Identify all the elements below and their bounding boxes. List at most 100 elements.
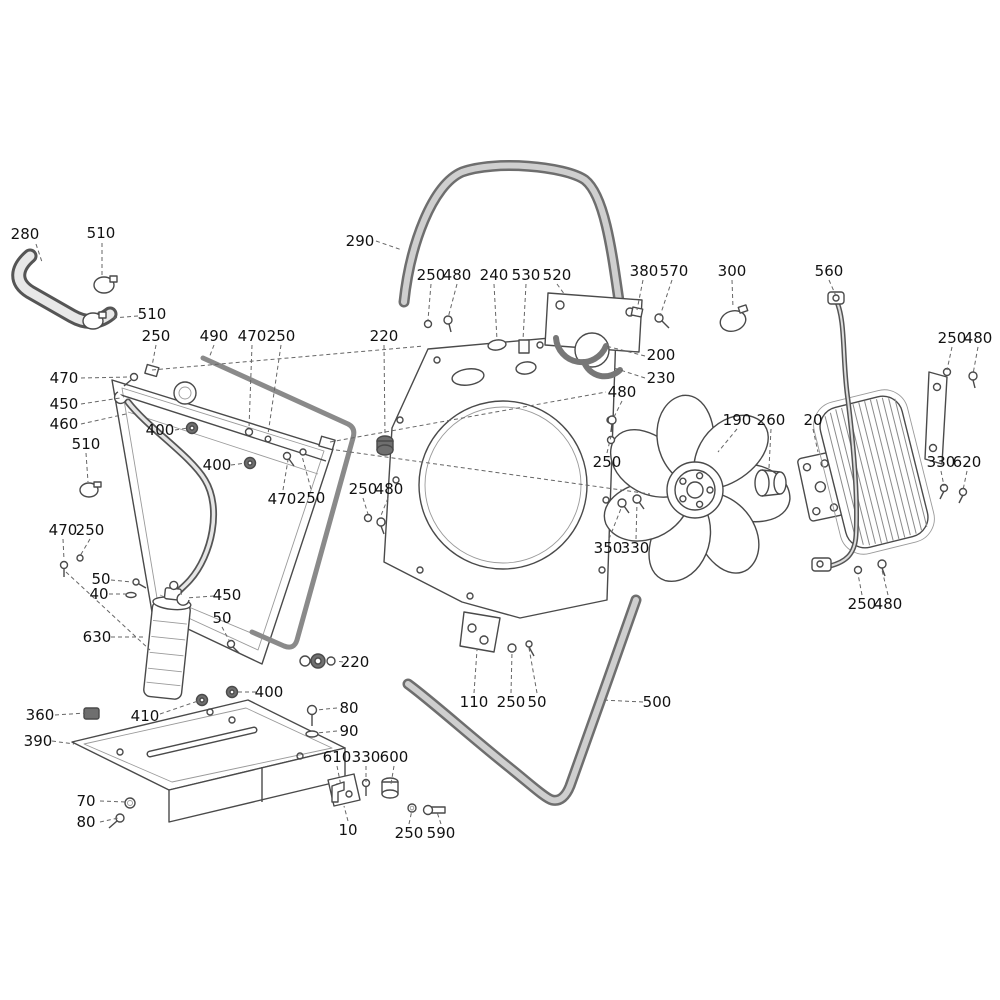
fan-guard — [813, 389, 935, 555]
leader-lines — [35, 240, 979, 825]
support-rod-560 — [811, 291, 887, 577]
leader-line — [427, 283, 432, 321]
part-label: 510 — [137, 305, 167, 323]
leader-line — [208, 344, 215, 359]
part-label: 560 — [814, 262, 844, 280]
part-label: 250 — [296, 489, 326, 507]
leader-line — [336, 765, 342, 787]
leader-line — [601, 699, 644, 703]
leader-line — [962, 470, 968, 491]
part-label: 330 — [351, 748, 381, 766]
leader-line — [717, 428, 738, 453]
leader-line — [447, 283, 458, 319]
part-label: 250 — [75, 521, 105, 539]
part-label: 490 — [199, 327, 229, 345]
part-label: 300 — [717, 262, 747, 280]
part-label: 200 — [646, 346, 676, 364]
part-label: 250 — [266, 327, 296, 345]
leader-line — [110, 579, 133, 583]
part-label: 510 — [86, 224, 116, 242]
leader-line — [636, 279, 644, 311]
leader-line — [335, 660, 344, 663]
leader-line — [65, 571, 151, 651]
leader-line — [659, 279, 673, 317]
part-label: 220 — [340, 653, 370, 671]
part-label: 620 — [952, 453, 982, 471]
part-label: 260 — [756, 411, 786, 429]
part-label: 250 — [141, 327, 171, 345]
part-label: 50 — [212, 609, 232, 627]
part-label: 530 — [511, 266, 541, 284]
part-label: 480 — [873, 595, 903, 613]
fan-shroud — [363, 331, 617, 657]
fan-spacer — [754, 469, 787, 497]
leader-line — [556, 283, 566, 296]
part-label: 520 — [542, 266, 572, 284]
part-label: 400 — [202, 456, 232, 474]
leader-line — [329, 391, 607, 443]
part-label: 470 — [237, 327, 267, 345]
lower-seal-strip — [402, 594, 642, 806]
part-label: 250 — [592, 453, 622, 471]
upper-bracket — [518, 292, 643, 368]
reservoir-bottle — [143, 580, 192, 700]
leader-line — [635, 501, 638, 540]
part-label: 20 — [803, 411, 823, 429]
part-label: 460 — [49, 415, 79, 433]
leader-line — [54, 712, 87, 716]
part-label: 570 — [659, 262, 689, 280]
mount-bracket-10 — [327, 773, 446, 816]
side-plate — [924, 367, 978, 504]
part-label: 480 — [374, 480, 404, 498]
part-label: 350 — [593, 539, 623, 557]
leader-line — [768, 428, 772, 469]
part-label: 330 — [620, 539, 650, 557]
leader-line — [301, 455, 312, 490]
leader-line — [80, 376, 131, 379]
leader-line — [828, 279, 837, 297]
part-label: 250 — [394, 824, 424, 842]
leader-line — [812, 428, 819, 453]
leader-line — [383, 344, 386, 437]
leader-line — [881, 569, 889, 596]
leader-line — [230, 462, 247, 466]
top-seal-strip — [398, 160, 626, 314]
leader-line — [221, 626, 231, 643]
leader-line — [79, 538, 91, 557]
leader-line — [282, 459, 289, 491]
radiator-seal — [200, 355, 357, 650]
part-label: 470 — [48, 521, 78, 539]
part-label: 250 — [847, 595, 877, 613]
leader-line — [85, 452, 89, 483]
seal-arc-200 — [553, 335, 609, 366]
part-label: 410 — [130, 707, 160, 725]
part-label: 470 — [49, 369, 79, 387]
leader-line — [267, 344, 282, 435]
leader-line — [343, 805, 349, 822]
part-label: 450 — [49, 395, 79, 413]
leader-line — [390, 765, 395, 785]
part-label: 110 — [459, 693, 489, 711]
part-label: 610 — [322, 748, 352, 766]
part-label: 70 — [76, 792, 96, 810]
part-label: 360 — [25, 706, 55, 724]
part-label: 50 — [527, 693, 547, 711]
part-label: 190 — [722, 411, 752, 429]
part-label: 250 — [348, 480, 378, 498]
overflow-hose — [124, 398, 218, 604]
part-label: 470 — [267, 490, 297, 508]
part-label: 40 — [89, 585, 109, 603]
part-label: 500 — [642, 693, 672, 711]
leader-line — [857, 573, 863, 596]
leader-line — [940, 470, 945, 487]
leader-line — [248, 344, 253, 429]
leader-line — [613, 400, 623, 418]
leader-line — [99, 800, 127, 803]
part-label: 480 — [963, 329, 993, 347]
leader-line — [375, 240, 403, 251]
part-label: 240 — [479, 266, 509, 284]
part-label: 230 — [646, 369, 676, 387]
leader-line — [608, 505, 623, 540]
part-label: 250 — [937, 329, 967, 347]
